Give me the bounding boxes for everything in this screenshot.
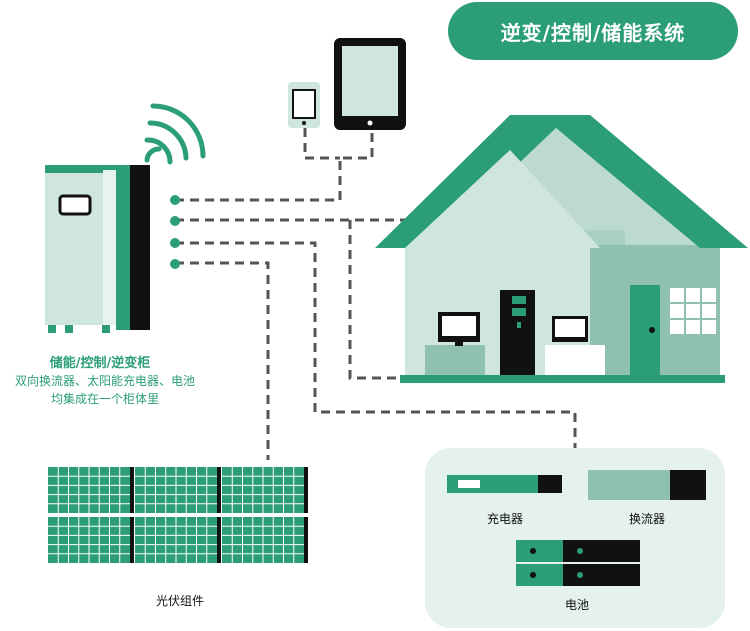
converter-device — [588, 470, 706, 500]
phone-icon — [288, 82, 320, 128]
link-battery-box — [175, 241, 577, 448]
link-house-2 — [348, 220, 720, 380]
equipment-box — [425, 448, 725, 628]
cabinet-desc-line-1: 双向换流器、太阳能充电器、电池 — [14, 374, 195, 388]
battery-device — [516, 540, 640, 586]
charger-label: 充电器 — [486, 512, 523, 526]
solar-panel — [222, 467, 308, 513]
solar-panel — [222, 517, 308, 563]
cabinet-title: 储能/控制/逆变柜 — [49, 356, 151, 371]
converter-label: 换流器 — [628, 512, 665, 526]
link-phone — [303, 128, 340, 160]
storage-cabinet — [45, 165, 150, 333]
diagram-title: 逆变/控制/储能系统 — [448, 2, 738, 60]
house — [375, 115, 748, 383]
cabinet-desc-line-2: 均集成在一个柜体里 — [50, 392, 159, 406]
wifi-icon — [144, 103, 206, 165]
link-devices — [175, 130, 374, 202]
battery-label: 电池 — [564, 598, 589, 612]
solar-panel — [135, 517, 221, 563]
charger-device — [447, 475, 562, 493]
link-solar — [175, 261, 270, 460]
solar-panels — [48, 467, 308, 563]
cabinet-description: 双向换流器、太阳能充电器、电池 均集成在一个柜体里 — [0, 372, 210, 408]
solar-panel — [48, 467, 134, 513]
tablet-icon — [334, 38, 406, 130]
solar-label: 光伏组件 — [155, 594, 204, 608]
solar-panel — [48, 517, 134, 563]
solar-panel — [135, 467, 221, 513]
cabinet-ports — [170, 195, 180, 269]
